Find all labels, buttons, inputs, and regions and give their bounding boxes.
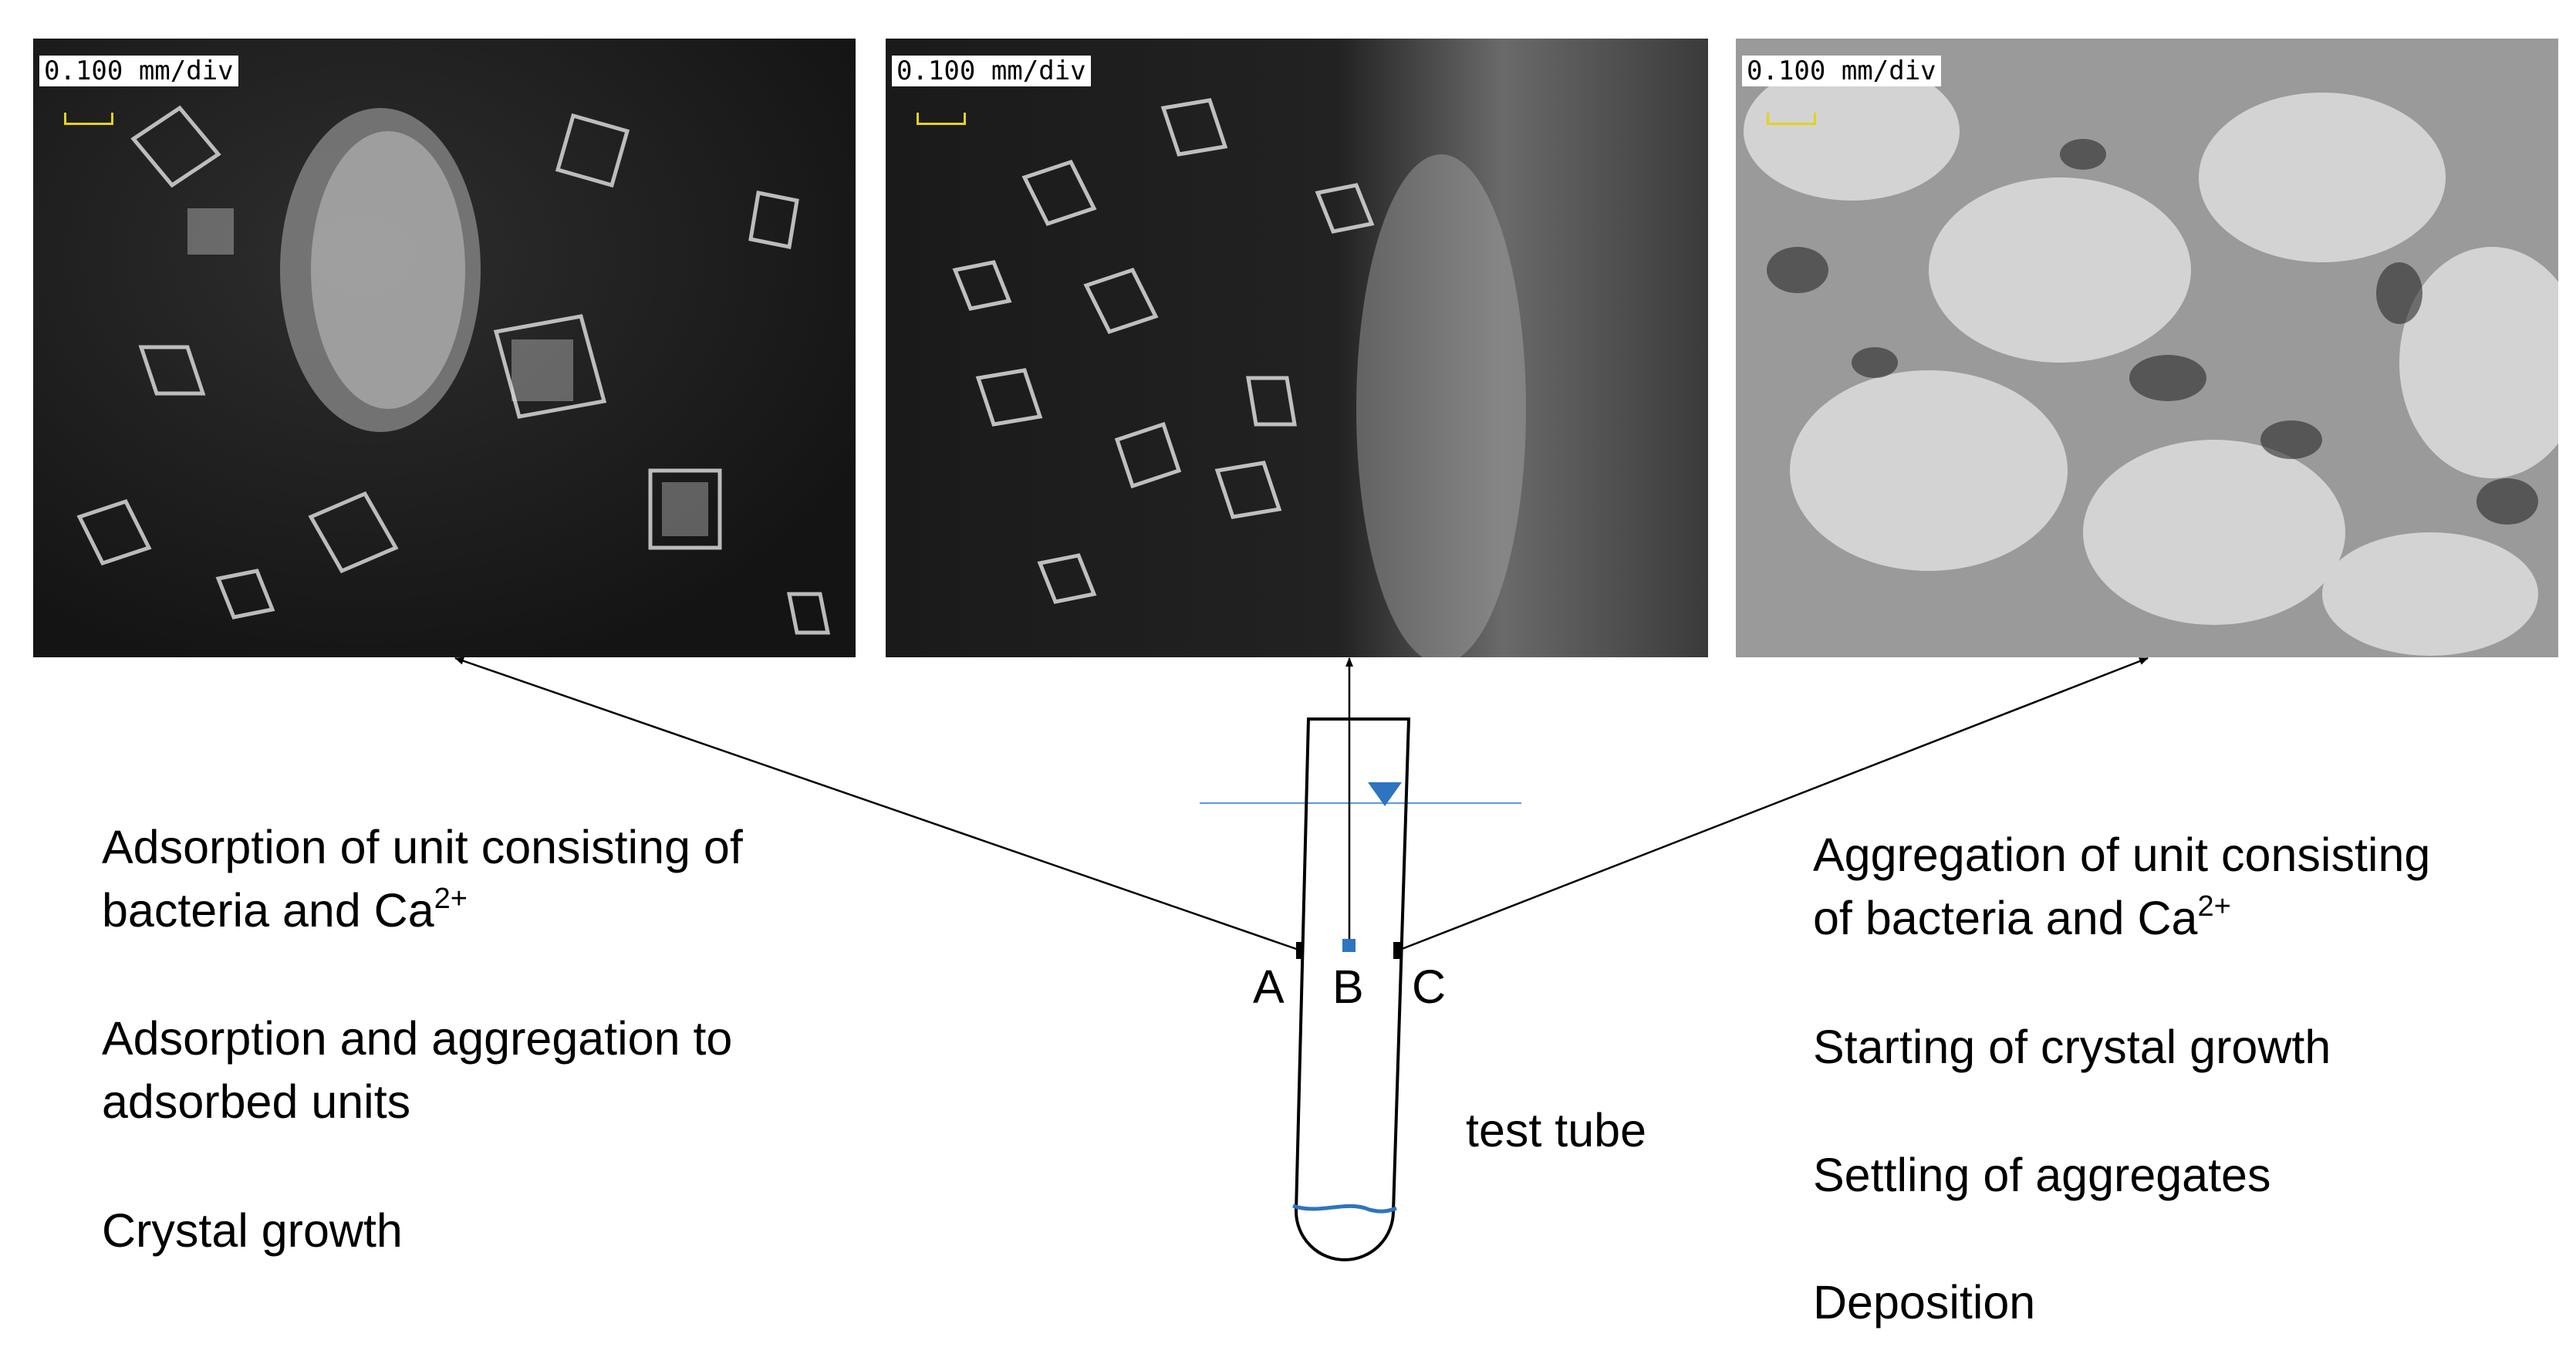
left-item1-line1: Adsorption of unit consisting of [102, 816, 743, 878]
point-b-marker [1342, 939, 1356, 952]
right-item4: Deposition [1813, 1271, 2035, 1333]
point-a-marker [1296, 942, 1303, 959]
left-item1-text: bacteria and Ca [102, 884, 434, 937]
right-item2: Starting of crystal growth [1813, 1016, 2331, 1078]
left-item2-line1: Adsorption and aggregation to [102, 1008, 732, 1069]
label-b: B [1332, 960, 1364, 1014]
point-c-marker [1393, 942, 1400, 959]
arrow-a [455, 658, 1301, 950]
left-item1-superscript: 2+ [434, 883, 468, 915]
right-item1-line1: Aggregation of unit consisting [1813, 824, 2430, 886]
label-c: C [1412, 960, 1446, 1014]
right-item1-superscript: 2+ [2197, 890, 2230, 923]
label-a: A [1253, 960, 1285, 1014]
left-item2-line2: adsorbed units [102, 1071, 410, 1133]
left-item1-line2: bacteria and Ca2+ [102, 879, 468, 941]
right-item1-line2: of bacteria and Ca2+ [1813, 887, 2231, 949]
deposit-line [1293, 1206, 1396, 1211]
right-item1-text: of bacteria and Ca [1813, 892, 2197, 944]
left-item3: Crystal growth [102, 1200, 403, 1261]
test-tube-caption: test tube [1466, 1103, 1646, 1157]
right-item3: Settling of aggregates [1813, 1144, 2270, 1206]
